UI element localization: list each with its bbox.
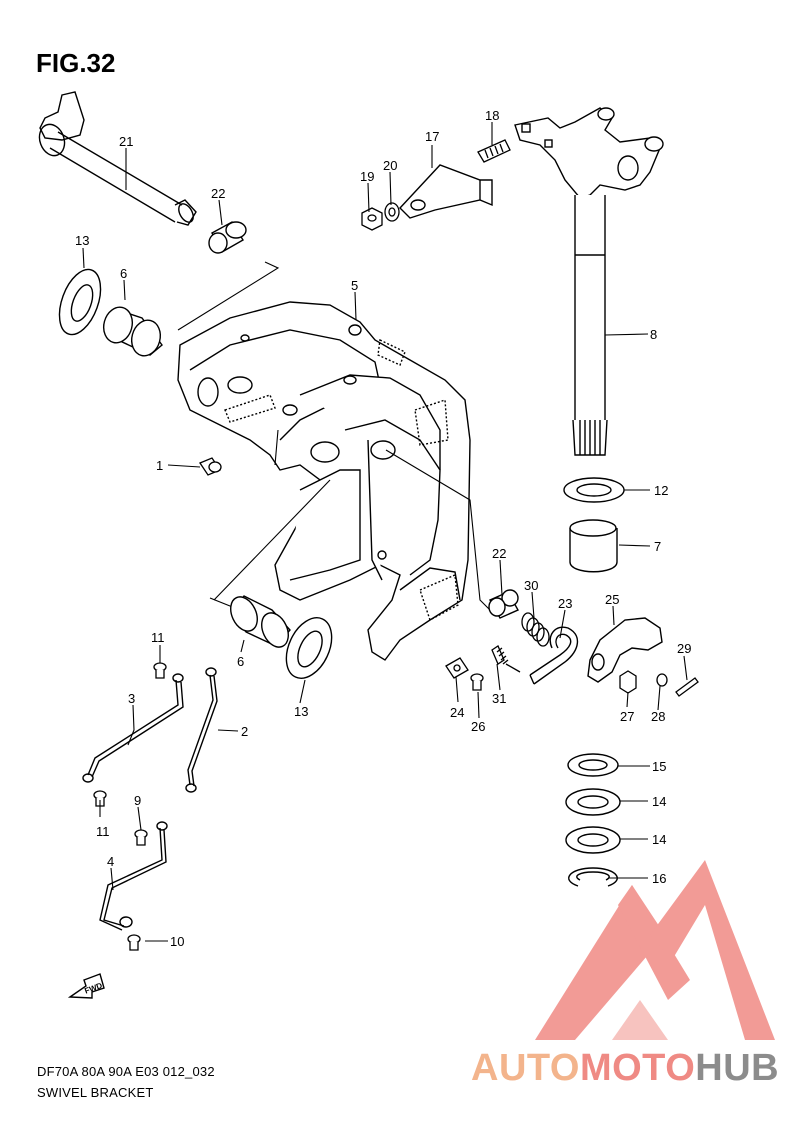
callout-6b: 6 [237,654,244,669]
callout-3: 3 [128,691,135,706]
part-8-steering-shaft [514,107,664,456]
part-13-washer-upper [58,268,102,336]
watermark-logo [535,860,775,1040]
part-29-cotter-pin [675,677,699,697]
part-14-washer-b [565,826,621,854]
part-31-spring [491,645,521,673]
part-19-nut [361,207,383,231]
watermark-part-auto: AUTO [471,1047,580,1089]
callout-15: 15 [652,759,666,774]
part-14-washer-a [565,788,621,816]
part-5-swivel-bracket [177,301,471,661]
callout-19: 19 [360,169,374,184]
callout-27: 27 [620,709,634,724]
callout-11b: 11 [96,824,110,839]
callout-13a: 13 [75,233,89,248]
callout-23: 23 [558,596,572,611]
part-3-ground-wire [82,673,184,783]
part-27-nut [619,670,637,694]
callout-9: 9 [134,793,141,808]
figure-name: SWIVEL BRACKET [37,1085,154,1100]
callout-8: 8 [650,327,657,342]
callout-25: 25 [605,592,619,607]
callout-28: 28 [651,709,665,724]
callout-31: 31 [492,691,506,706]
part-22-bushing-upper [208,221,247,254]
part-25-lever [587,617,663,683]
callout-22b: 22 [492,546,506,561]
callout-11a: 11 [151,630,165,645]
part-30-spring [521,612,550,647]
part-4-ground-wire [99,821,168,931]
watermark-part-moto: MOTO [579,1047,696,1089]
callout-30: 30 [524,578,538,593]
callout-24: 24 [450,705,464,720]
part-16-circlip [568,867,618,887]
callout-leaders [82,122,688,942]
part-6-bushing-lower [230,595,291,648]
callout-21: 21 [119,134,133,149]
callout-1: 1 [156,458,163,473]
callout-17: 17 [425,129,439,144]
callout-18: 18 [485,108,499,123]
callout-6a: 6 [120,266,127,281]
callout-22a: 22 [211,186,225,201]
callout-16: 16 [652,871,666,886]
callout-29: 29 [677,641,691,656]
watermark-text: AUTOMOTOHUB [471,1047,779,1090]
part-1-grease-nipple [199,457,222,476]
figure-code: DF70A 80A 90A E03 012_032 [37,1064,215,1079]
callout-26: 26 [471,719,485,734]
part-17-plate [399,164,493,219]
callout-2: 2 [241,724,248,739]
callout-4: 4 [107,854,114,869]
part-7-bushing [569,519,618,573]
part-21-tilt-shaft [38,91,197,226]
callout-labels: 1 2 3 4 5 6 6 7 8 9 10 11 11 12 13 13 14… [75,108,691,949]
part-18-bolt [477,139,511,163]
part-13-washer-lower [285,617,333,679]
part-15-washer [567,753,619,777]
callout-12: 12 [654,483,668,498]
part-23-hook-rod [529,626,579,685]
part-22-bushing-lower [488,589,519,619]
part-26-screw [470,673,484,691]
part-6-bushing-upper [102,306,163,357]
part-2-ground-wire [185,667,218,793]
callout-14a: 14 [652,794,666,809]
figure-title: FIG.32 [36,48,116,78]
part-20-washer [384,202,400,222]
bolts-group [93,662,167,951]
part-28-washer [656,673,668,687]
callout-20: 20 [383,158,397,173]
callout-7: 7 [654,539,661,554]
part-24-clip [445,657,469,679]
callout-14b: 14 [652,832,666,847]
callout-10: 10 [170,934,184,949]
callout-13b: 13 [294,704,308,719]
part-12-washer [563,477,625,503]
watermark-part-hub: HUB [695,1047,780,1089]
fwd-arrow-icon: FWD [67,973,105,999]
callout-5: 5 [351,278,358,293]
